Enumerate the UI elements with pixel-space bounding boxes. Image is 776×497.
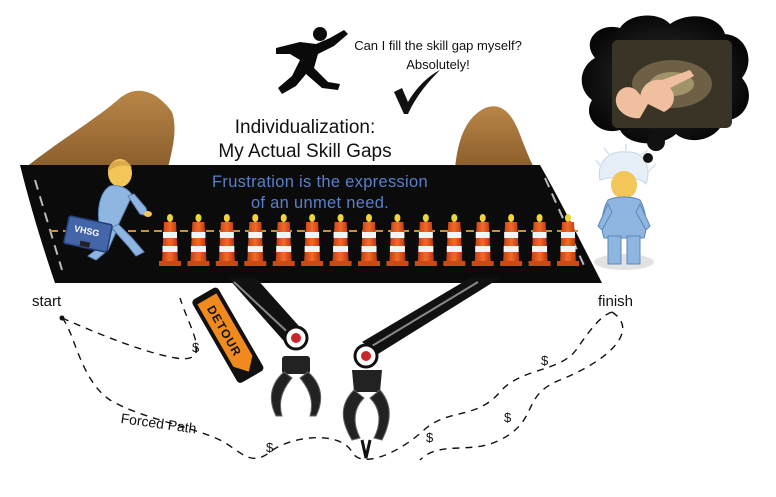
question-line-2: Absolutely! xyxy=(406,57,470,72)
traffic-cone xyxy=(244,214,267,266)
forced-path-line xyxy=(61,311,613,461)
left-dirt-hill xyxy=(25,90,175,168)
start-label: start xyxy=(32,293,62,310)
start-point-marker xyxy=(59,315,65,321)
thought-bubble xyxy=(581,15,749,163)
walking-person-figure xyxy=(63,159,152,261)
traffic-cone xyxy=(329,214,352,266)
traffic-cone xyxy=(215,214,238,266)
road-message-line-2: of an unmet need. xyxy=(250,194,390,212)
traffic-cone-row xyxy=(159,214,579,266)
question-line-1: Can I fill the skill gap myself? xyxy=(354,38,522,53)
briefcase xyxy=(63,215,113,253)
traffic-cone xyxy=(358,214,380,266)
dollar-sign: $ xyxy=(266,440,274,455)
finish-label: finish xyxy=(598,293,634,310)
traffic-cone xyxy=(528,214,551,266)
diagram-title: Individualization: My Actual Skill Gaps xyxy=(205,116,405,164)
traffic-cone xyxy=(471,214,494,266)
dollar-sign: $ xyxy=(541,353,549,368)
road-message: Frustration is the expression of an unme… xyxy=(170,172,470,214)
detour-sign xyxy=(192,287,264,383)
traffic-cone xyxy=(443,214,466,266)
checkmark-icon xyxy=(394,70,440,114)
right-dirt-hill xyxy=(455,106,535,168)
dollar-sign: $ xyxy=(426,430,434,445)
traffic-cone xyxy=(187,214,210,266)
title-line-1: Individualization: xyxy=(234,117,376,138)
traffic-cone xyxy=(159,214,181,266)
traffic-cone xyxy=(414,214,437,266)
traffic-cone xyxy=(272,214,295,266)
dollar-sign: $ xyxy=(504,410,512,425)
traffic-cone xyxy=(386,214,409,266)
traffic-cone xyxy=(301,214,324,266)
title-line-2: My Actual Skill Gaps xyxy=(218,141,392,162)
right-robot-arm xyxy=(342,278,500,459)
forced-path-line-2 xyxy=(61,297,198,360)
tablet-hand-left xyxy=(615,87,648,119)
traffic-cone xyxy=(500,214,523,266)
dollar-sign: $ xyxy=(192,340,200,355)
left-robot-arm xyxy=(228,278,322,417)
question-text: Can I fill the skill gap myself? Absolut… xyxy=(338,36,538,74)
road-message-line-1: Frustration is the expression xyxy=(212,173,428,191)
thinking-person-figure xyxy=(594,144,657,270)
jumping-person-silhouette xyxy=(276,27,348,94)
forced-path-line-3 xyxy=(419,311,624,461)
traffic-cone xyxy=(557,214,579,266)
tablet-hand-right xyxy=(640,70,694,112)
